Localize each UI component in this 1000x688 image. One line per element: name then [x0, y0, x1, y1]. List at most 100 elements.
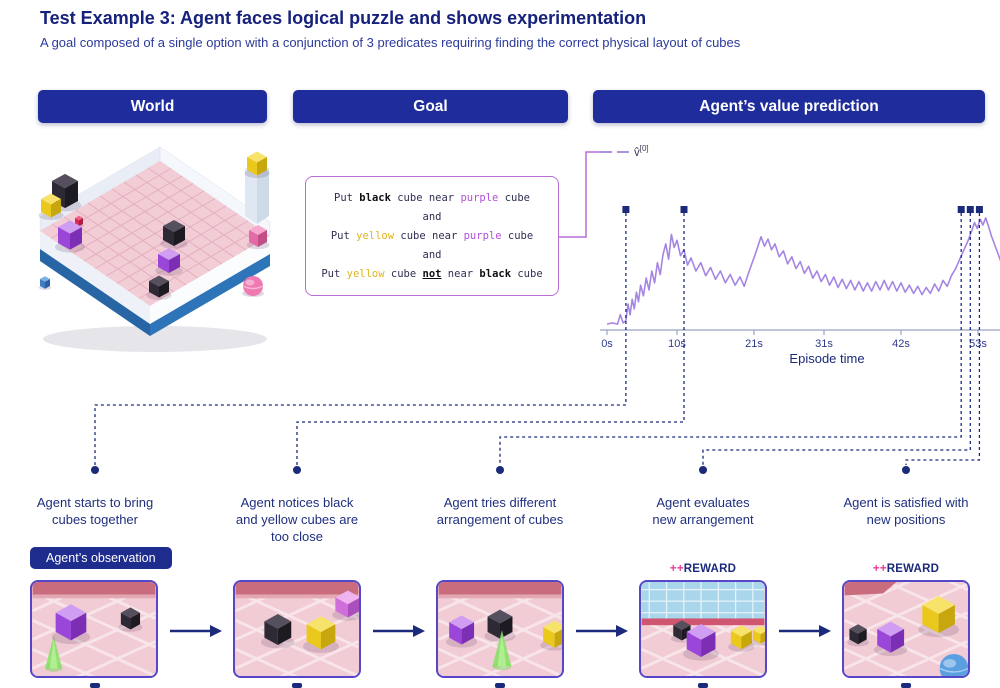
- bottom-mark: [292, 683, 302, 688]
- x-tick-label: 21s: [745, 338, 763, 350]
- caption-dot: [91, 466, 99, 474]
- bottom-mark: [495, 683, 505, 688]
- goal-text-segment: near: [441, 267, 480, 280]
- observation-scene-5: [844, 582, 968, 676]
- goal-text-segment: yellow: [346, 267, 385, 280]
- caption-dot: [902, 466, 910, 474]
- goal-text-segment: purple: [463, 229, 502, 242]
- goal-text-segment: Put: [334, 191, 360, 204]
- observation-thumbnail-2: [233, 580, 361, 678]
- yellow-cube: [540, 620, 562, 651]
- event-caption-4: Agent evaluates new arrangement: [652, 495, 754, 527]
- caption-dot: [699, 466, 707, 474]
- magenta-cube: [332, 590, 359, 621]
- flow-arrow-head: [819, 625, 831, 637]
- observation-thumbnail-3: [436, 580, 564, 678]
- black-cube: [261, 613, 295, 649]
- goal-text-segment: cube: [498, 191, 530, 204]
- goal-text-segment: Put: [330, 229, 357, 242]
- observation-scene-4: [641, 582, 765, 676]
- page-subtitle: A goal composed of a single option with …: [40, 35, 741, 50]
- x-tick-label: 10s: [668, 338, 686, 350]
- reward-plus: ++: [669, 563, 684, 575]
- goal-predicate-line: and: [423, 246, 442, 265]
- event-marker-square: [622, 206, 630, 213]
- red-stripe: [641, 618, 765, 626]
- x-tick-label: 53s: [969, 338, 987, 350]
- episode-time-label: Episode time: [789, 351, 865, 366]
- caption-dot: [293, 466, 301, 474]
- reward-word: REWARD: [886, 563, 940, 575]
- agent-marker: [38, 276, 52, 290]
- black-cube: [118, 607, 143, 632]
- legend-superscript: [0]: [639, 144, 649, 153]
- bottom-mark: [901, 683, 911, 688]
- event-marker-square: [680, 206, 688, 213]
- flow-arrow-head: [413, 625, 425, 637]
- purple-cube-left: [55, 220, 85, 253]
- red-wall-corner: [844, 582, 897, 596]
- value-prediction-panel-header: Agent’s value prediction: [593, 90, 985, 123]
- wall-trim: [32, 594, 156, 599]
- event-marker-square: [966, 206, 974, 213]
- event-caption-1: Agent starts to bring cubes together: [36, 495, 154, 527]
- caption-dot: [496, 466, 504, 474]
- goal-text-segment: cube: [511, 267, 543, 280]
- goal-to-chart-connector: [558, 151, 600, 238]
- world-scene-svg: [38, 146, 271, 352]
- world-panel-header: World: [38, 90, 267, 123]
- red-wall: [438, 582, 562, 597]
- value-legend: v̂[0]: [634, 144, 649, 159]
- yellow-cube: [918, 596, 959, 638]
- goal-predicate-line: Put black cube near purple cube: [334, 189, 530, 208]
- legend-vhat-label: v̂: [634, 146, 640, 159]
- goal-predicate-line: Put yellow cube near purple cube: [331, 227, 533, 246]
- event-connector-5: [905, 213, 981, 465]
- reward-plus: ++: [872, 563, 887, 575]
- observation-scene-3: [438, 582, 562, 676]
- yellow-cube-corner: [244, 151, 270, 178]
- observation-thumbnail-5: [842, 580, 970, 678]
- goal-text-segment: yellow: [356, 229, 395, 242]
- purple-cube: [51, 604, 91, 645]
- purple-cube: [446, 615, 478, 648]
- yellow-cube: [728, 625, 755, 652]
- event-connector-4: [702, 213, 971, 465]
- flow-arrow-head: [210, 625, 222, 637]
- world-scene: [35, 146, 275, 364]
- purple-cube: [873, 621, 908, 657]
- reward-word: REWARD: [683, 563, 737, 575]
- event-caption-3: Agent tries different arrangement of cub…: [436, 495, 564, 527]
- observation-scene-2: [235, 582, 359, 676]
- observation-pill: Agent’s observation: [30, 547, 172, 569]
- yellow-cube-2: [750, 625, 765, 646]
- goal-text-segment: purple: [460, 191, 499, 204]
- wall-trim: [438, 594, 562, 599]
- goal-text-segment: not: [422, 267, 442, 280]
- x-tick-label: 42s: [892, 338, 910, 350]
- goal-predicate-line: and: [423, 208, 442, 227]
- yellow-cube-wall: [38, 193, 64, 220]
- observation-thumbnail-4: [639, 580, 767, 678]
- observation-scene-1: [32, 582, 156, 676]
- blue-sphere: [939, 653, 968, 676]
- goal-text-segment: cube near: [390, 191, 461, 204]
- goal-text-segment: cube near: [394, 229, 464, 242]
- event-caption-2: Agent notices black and yellow cubes are…: [235, 495, 359, 544]
- goal-text-segment: Put: [321, 267, 347, 280]
- reward-label: ++REWARD: [842, 563, 970, 575]
- black-cube: [484, 609, 516, 642]
- x-tick-label: 31s: [815, 338, 833, 350]
- goal-text-segment: and: [422, 248, 442, 261]
- event-marker-square: [975, 206, 983, 213]
- goal-text-segment: black: [359, 191, 391, 204]
- event-connector-3: [499, 213, 962, 465]
- green-cone: [45, 635, 63, 672]
- bottom-mark: [698, 683, 708, 688]
- red-wall: [235, 582, 359, 597]
- black-cube: [847, 624, 869, 647]
- goal-text-segment: cube: [384, 267, 423, 280]
- value-prediction-line: [606, 217, 1000, 325]
